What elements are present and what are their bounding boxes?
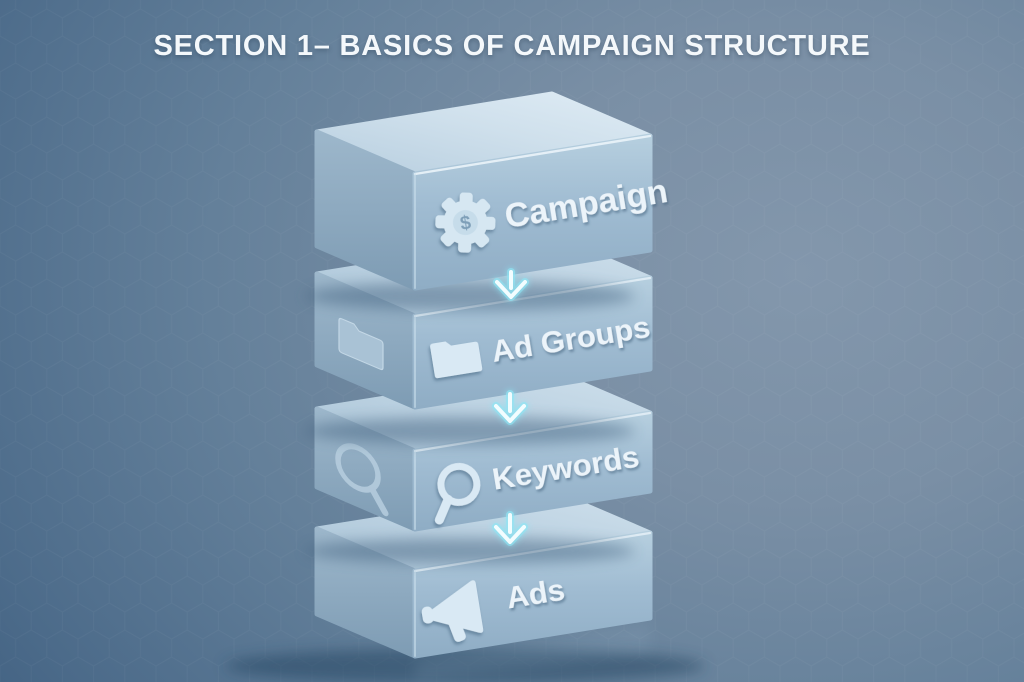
- dollar-glyph: $: [459, 212, 473, 234]
- ground-reflection: [415, 622, 650, 682]
- flow-arrow-campaign-to-ad-groups: [493, 268, 529, 301]
- block-campaign: $ Campaign: [314, 91, 670, 291]
- flow-arrow-keywords-to-ads: [492, 511, 528, 546]
- flow-arrow-ad-groups-to-keywords: [492, 390, 528, 425]
- gap-shadow-2: [305, 417, 635, 445]
- magnifier-side-icon: [335, 443, 389, 517]
- megaphone-icon: [421, 580, 484, 642]
- gap-shadow-3: [305, 538, 635, 564]
- gap-shadow-1: [305, 281, 635, 311]
- folder-icon: [430, 341, 483, 379]
- gear-dollar-icon: $: [435, 192, 496, 253]
- folder-side-icon: [338, 317, 384, 371]
- magnifier-icon: [434, 462, 481, 525]
